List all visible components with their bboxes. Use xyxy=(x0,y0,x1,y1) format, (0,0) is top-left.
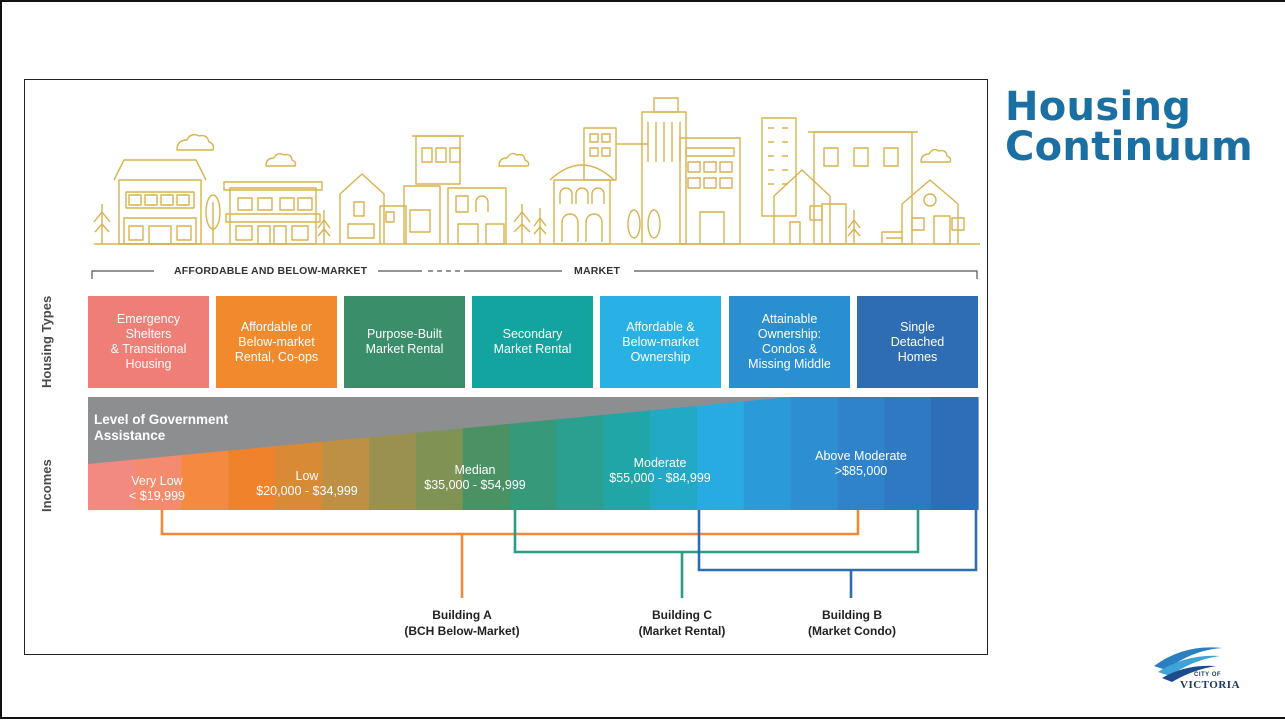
housing-type-line: Ownership: xyxy=(757,327,822,341)
housing-type-line: Attainable xyxy=(761,312,818,326)
housing-type-line: Emergency xyxy=(116,312,181,326)
city-of-victoria-logo-icon xyxy=(1154,647,1222,682)
housing-type-line: & Transitional xyxy=(110,342,187,356)
building-detail: (Market Rental) xyxy=(638,624,726,638)
income-band-segment xyxy=(650,397,698,510)
income-moderate: Moderate$55,000 - $84,999 xyxy=(598,456,722,486)
income-very-low: Very Low< $19,999 xyxy=(114,474,200,504)
skyline-illustration xyxy=(93,97,980,245)
building-detail: (BCH Below-Market) xyxy=(404,624,520,638)
incomes-label: Incomes xyxy=(39,459,54,512)
income-above-moderate: Above Moderate>$85,000 xyxy=(798,449,924,479)
building-connectors xyxy=(160,510,978,598)
government-line: Assistance xyxy=(94,428,166,443)
income-low: Low$20,000 - $34,999 xyxy=(238,469,376,499)
title-line-2: Continuum xyxy=(1005,124,1253,170)
income-band-segment xyxy=(790,397,839,510)
income-range: $55,000 - $84,999 xyxy=(609,471,711,485)
building-name: Building C xyxy=(652,608,712,622)
income-label: Above Moderate xyxy=(815,449,907,463)
building-name: Building B xyxy=(822,608,882,622)
income-label: Very Low xyxy=(131,474,183,488)
income-band-segment xyxy=(743,397,792,510)
housing-type-line: Missing Middle xyxy=(748,357,831,371)
housing-type-line: Affordable or xyxy=(240,319,313,334)
building-c-label: Building C (Market Rental) xyxy=(622,607,742,639)
bracket-label-market: MARKET xyxy=(568,265,627,277)
income-median: Median$35,000 - $54,999 xyxy=(412,463,538,493)
page-title: Housing Continuum xyxy=(1005,87,1285,167)
housing-type-line: Market Rental xyxy=(365,342,444,356)
housing-type-line: Affordable & xyxy=(626,319,695,334)
income-range: $20,000 - $34,999 xyxy=(256,484,358,498)
logo-text-victoria: VICTORIA xyxy=(1180,679,1241,691)
housing-type-line: Ownership xyxy=(630,349,691,364)
building-a-label: Building A (BCH Below-Market) xyxy=(397,607,527,639)
market-bracket xyxy=(91,270,978,279)
housing-type-line: Purpose-Built xyxy=(366,327,443,341)
income-range: < $19,999 xyxy=(129,489,185,503)
housing-type-line: Secondary xyxy=(502,327,563,341)
income-label: Low xyxy=(295,469,319,483)
housing-type-line: Rental, Co-ops xyxy=(234,349,319,364)
housing-type-line: Detached xyxy=(890,334,945,349)
building-name: Building A xyxy=(432,608,492,622)
housing-type-line: Homes xyxy=(897,349,938,364)
housing-type-line: Below-market xyxy=(238,334,315,349)
housing-type-line: Condos & xyxy=(762,342,817,356)
income-band-segment xyxy=(931,397,979,510)
building-b-label: Building B (Market Condo) xyxy=(792,607,912,639)
government-line: Level of Government xyxy=(94,412,229,427)
housing-type-line: Single xyxy=(900,319,935,334)
income-band-segment xyxy=(837,397,885,510)
income-band-segment xyxy=(696,397,745,510)
income-range: $35,000 - $54,999 xyxy=(424,478,526,492)
housing-type-line: Housing xyxy=(125,357,172,371)
income-band-segment xyxy=(884,397,932,510)
logo-text-city-of: CITY OF xyxy=(1194,672,1222,678)
income-band-segment xyxy=(603,397,651,510)
housing-type-line: Below-market xyxy=(622,334,699,349)
bracket-label-affordable: AFFORDABLE AND BELOW-MARKET xyxy=(168,265,374,277)
housing-type-line: Shelters xyxy=(125,327,172,341)
government-assistance-wedge xyxy=(88,397,791,464)
housing-type-line: Market Rental xyxy=(493,342,572,356)
income-range: >$85,000 xyxy=(834,464,888,478)
housing-types-label: Housing Types xyxy=(39,295,54,388)
building-detail: (Market Condo) xyxy=(808,624,896,638)
income-label: Median xyxy=(454,463,496,477)
title-line-1: Housing xyxy=(1005,84,1192,130)
income-label: Moderate xyxy=(633,456,687,470)
